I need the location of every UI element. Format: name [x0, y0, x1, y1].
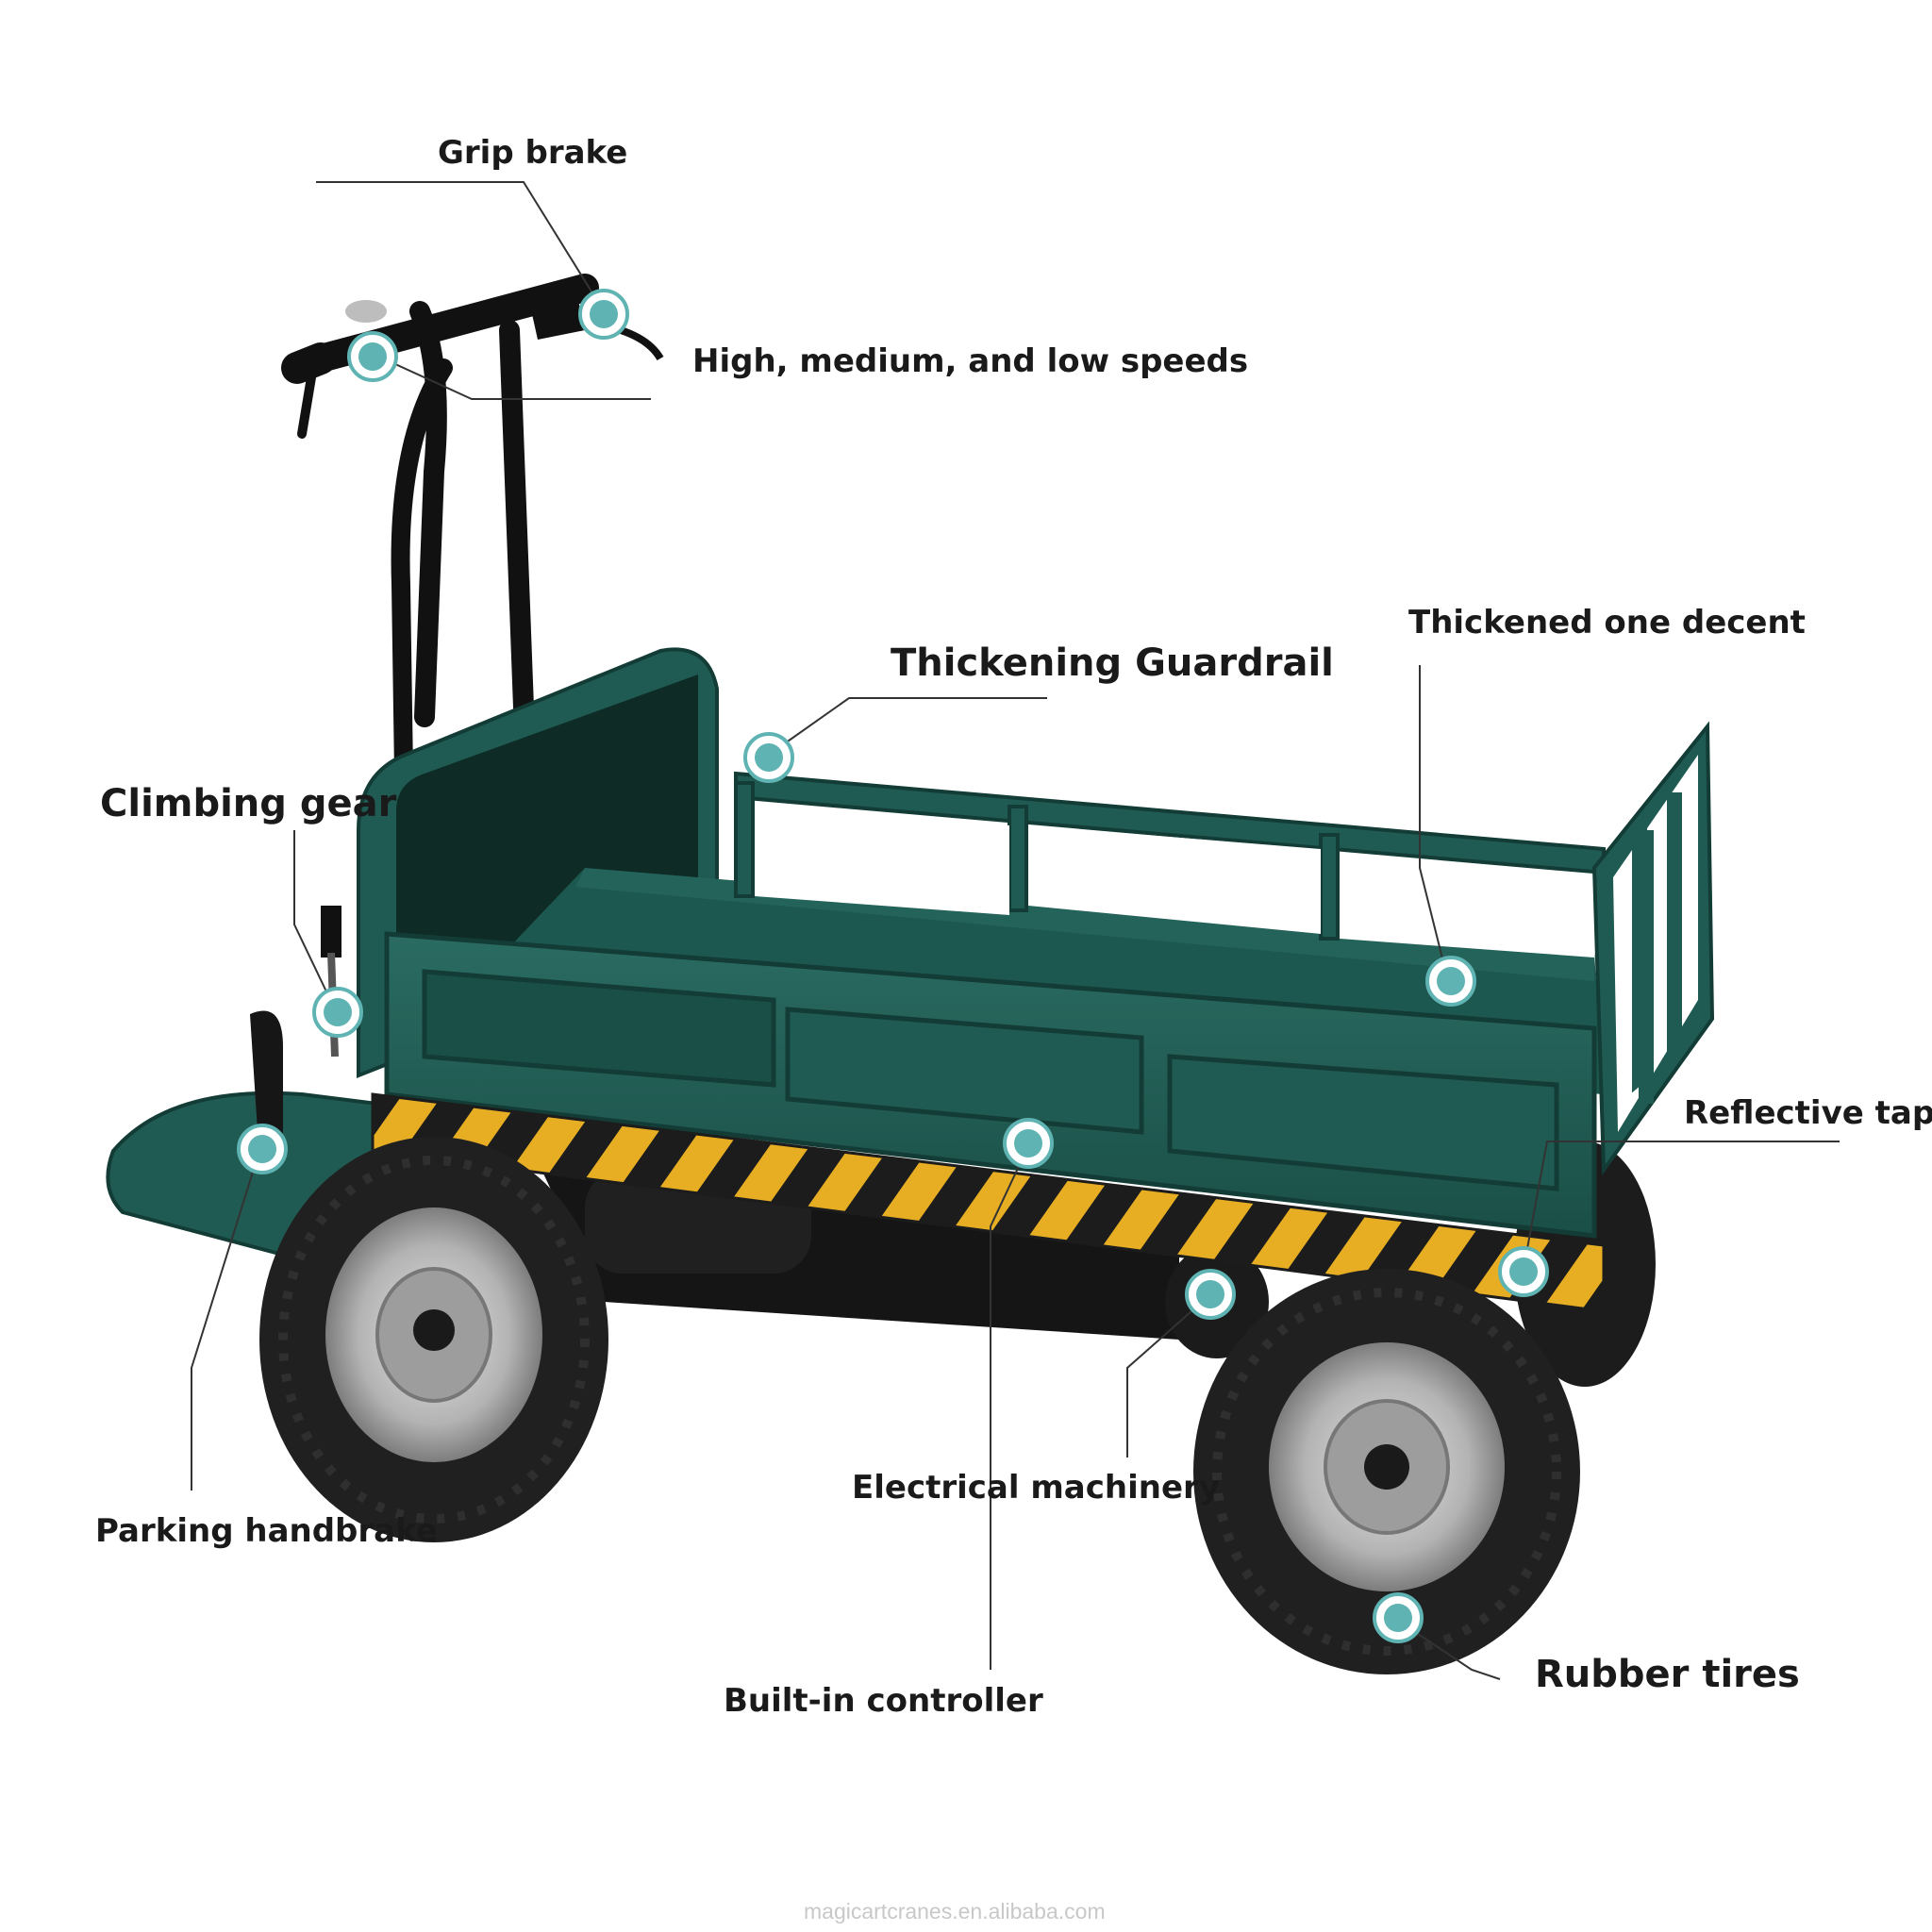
leader-electrical-machinery	[1126, 1296, 1208, 1457]
label-reflective-tape: Reflective tape	[1684, 1094, 1932, 1132]
marker-parking-handbrake	[237, 1124, 288, 1174]
leader-reflective-tape	[1523, 1141, 1840, 1270]
cart-illustration	[106, 274, 1715, 1674]
marker-reflective-tape	[1498, 1246, 1549, 1297]
climbing-gear-lever	[250, 906, 341, 1160]
guardrail	[734, 771, 1606, 958]
leader-guardrail	[768, 697, 1047, 756]
leader-rubber-tires	[1400, 1622, 1501, 1680]
marker-grip-brake	[578, 289, 629, 340]
label-speeds: High, medium, and low speeds	[692, 342, 1249, 380]
rear-wheel	[1193, 1269, 1580, 1674]
front-wheel	[259, 1137, 608, 1542]
reflective-tape-strip	[371, 1092, 1606, 1313]
label-parking-handbrake: Parking handbrake	[95, 1512, 438, 1550]
marker-rubber-tires	[1373, 1592, 1424, 1643]
label-grip-brake: Grip brake	[438, 134, 628, 172]
marker-built-in-controller	[1003, 1118, 1054, 1169]
leader-built-in-controller	[990, 1145, 1029, 1670]
leader-grip-brake	[316, 181, 605, 312]
label-one-decent: Thickened one decent	[1408, 604, 1806, 641]
label-climbing-gear: Climbing gear	[100, 782, 397, 825]
label-electrical-machinery: Electrical machinery	[852, 1469, 1220, 1507]
watermark-text: magicartcranes.en.alibaba.com	[804, 1899, 1106, 1924]
label-guardrail: Thickening Guardrail	[891, 641, 1334, 685]
leader-climbing-gear	[293, 830, 336, 1010]
leader-speeds	[372, 353, 651, 400]
marker-electrical-machinery	[1185, 1269, 1236, 1320]
leader-parking-handbrake	[191, 1150, 260, 1491]
leader-one-decent	[1419, 665, 1449, 982]
label-built-in-controller: Built-in controller	[724, 1682, 1043, 1720]
end-gate	[1591, 721, 1715, 1175]
steering-handle	[281, 274, 664, 783]
leader-lines	[191, 181, 1840, 1680]
marker-guardrail	[743, 732, 794, 783]
marker-climbing-gear	[312, 987, 363, 1038]
label-rubber-tires: Rubber tires	[1535, 1653, 1800, 1696]
callout-markers	[237, 289, 1549, 1643]
marker-speeds	[347, 331, 398, 382]
marker-one-decent	[1425, 956, 1476, 1007]
